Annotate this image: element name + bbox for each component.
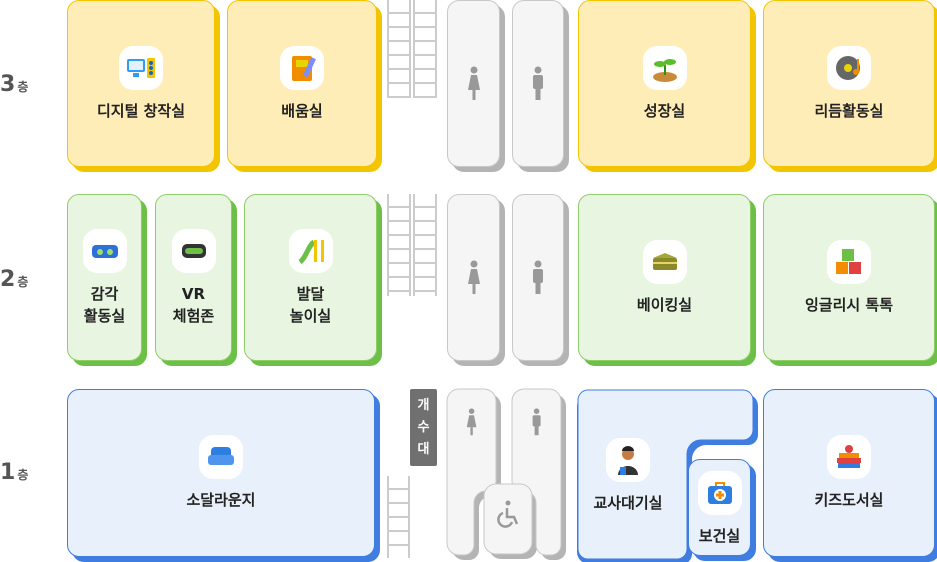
- room-baking[interactable]: 베이킹실: [578, 194, 751, 361]
- restroom-complex: [446, 388, 566, 560]
- male-icon: [533, 260, 543, 294]
- stairs: [387, 194, 411, 296]
- room-label: 키즈도서실: [814, 491, 884, 509]
- stairs: [387, 476, 410, 558]
- room-english[interactable]: 잉글리시 톡톡: [763, 194, 935, 361]
- room-learning[interactable]: 배움실: [227, 0, 377, 167]
- room-label: 소달라운지: [186, 491, 256, 509]
- teacher-avatar-icon: [606, 438, 650, 482]
- stairs: [387, 0, 411, 98]
- cake-icon: [642, 239, 687, 284]
- room-label: 교사대기실: [593, 494, 663, 512]
- restroom-accessible[interactable]: [483, 483, 533, 555]
- room-teachers-lounge[interactable]: 교사대기실: [578, 430, 678, 555]
- room-label: 디지털 창작실: [96, 101, 186, 120]
- computer-icon: [119, 45, 163, 90]
- female-icon: [466, 408, 477, 436]
- restroom-male[interactable]: [512, 0, 564, 167]
- female-icon: [467, 66, 480, 100]
- restroom-female[interactable]: [447, 0, 500, 167]
- restroom-male[interactable]: [511, 388, 562, 556]
- notebook-icon: [280, 45, 324, 90]
- vr-headset-icon: [171, 228, 216, 273]
- female-icon: [467, 260, 480, 294]
- books-icon: [827, 435, 871, 479]
- sprout-icon: [642, 45, 687, 90]
- room-growth[interactable]: 성장실: [578, 0, 751, 167]
- room-kids-library[interactable]: 키즈도서실: [763, 389, 935, 557]
- room-teachers-lounge-shape: [577, 389, 758, 562]
- abc-blocks-icon: [827, 239, 871, 284]
- restroom-female[interactable]: [446, 388, 497, 556]
- room-label: 성장실: [643, 101, 686, 120]
- restroom-male[interactable]: [512, 194, 564, 361]
- room-label: 베이킹실: [636, 295, 693, 314]
- slide-icon: [288, 228, 333, 273]
- music-disc-icon: [827, 45, 871, 90]
- room-label: 잉글리시 톡톡: [804, 295, 894, 314]
- vr-goggles-icon: [82, 228, 127, 273]
- room-digital-creation[interactable]: 디지털 창작실: [67, 0, 215, 167]
- restroom-female[interactable]: [447, 194, 500, 361]
- male-icon: [532, 408, 541, 436]
- room-lounge[interactable]: 소달라운지: [67, 389, 375, 557]
- stairs: [413, 0, 437, 98]
- stairs: [413, 194, 437, 296]
- room-label: 보건실: [698, 527, 741, 545]
- room-label: 배움실: [281, 101, 323, 120]
- room-nurse[interactable]: 보건실: [688, 459, 751, 556]
- armchair-icon: [199, 435, 243, 479]
- wheelchair-icon: [497, 500, 519, 528]
- first-aid-kit-icon: [697, 471, 742, 515]
- room-rhythm[interactable]: 리듬활동실: [763, 0, 935, 167]
- male-icon: [533, 66, 543, 100]
- room-label: 리듬활동실: [814, 101, 884, 120]
